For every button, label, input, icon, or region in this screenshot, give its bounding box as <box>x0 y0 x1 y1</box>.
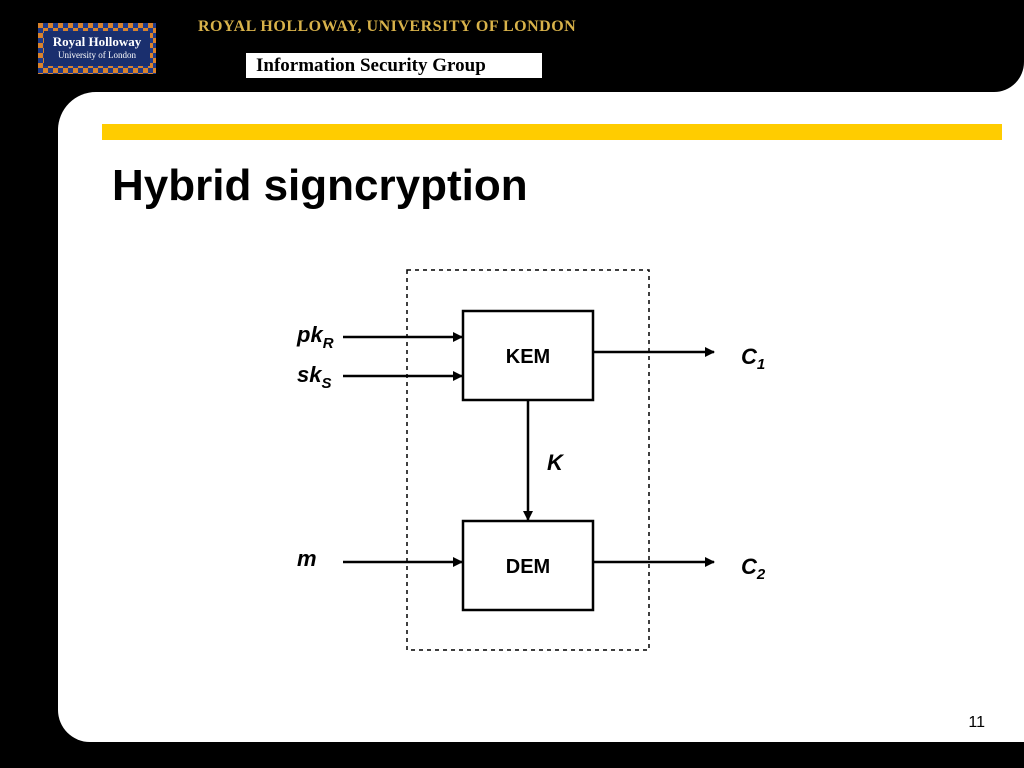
input-sk-label: skS <box>297 362 332 392</box>
key-label: K <box>547 450 565 475</box>
output-c1-label: C1 <box>741 344 765 373</box>
content-area <box>58 92 1024 742</box>
slide-title: Hybrid signcryption <box>112 161 528 210</box>
output-c2-label: C2 <box>741 554 766 583</box>
page-number: 11 <box>968 714 985 731</box>
input-pk-sub: R <box>323 335 334 352</box>
output-c1-sub: 1 <box>757 356 765 373</box>
kem-box <box>461 309 595 402</box>
input-sk-base: sk <box>297 362 323 387</box>
output-c2-sub: 2 <box>756 566 766 583</box>
royal-holloway-logo: Royal Holloway University of London <box>38 23 156 74</box>
kem-label: KEM <box>506 346 550 368</box>
logo-plate: Royal Holloway University of London <box>44 31 150 66</box>
output-c2-base: C <box>741 554 758 579</box>
logo-line-2: University of London <box>58 50 136 60</box>
dem-label: DEM <box>506 556 550 578</box>
output-c1-base: C <box>741 344 758 369</box>
input-pk-label: pkR <box>296 322 334 352</box>
signcryption-boundary <box>406 269 650 651</box>
title-rule <box>102 124 1002 140</box>
input-sk-sub: S <box>321 375 331 392</box>
university-name: ROYAL HOLLOWAY, UNIVERSITY OF LONDON <box>198 18 577 35</box>
header-corner-mask <box>968 0 1024 92</box>
dem-box <box>461 519 595 612</box>
input-pk-base: pk <box>296 322 324 347</box>
logo-line-1: Royal Holloway <box>52 34 142 49</box>
input-m-label: m <box>297 546 317 571</box>
group-name: Information Security Group <box>246 53 542 78</box>
